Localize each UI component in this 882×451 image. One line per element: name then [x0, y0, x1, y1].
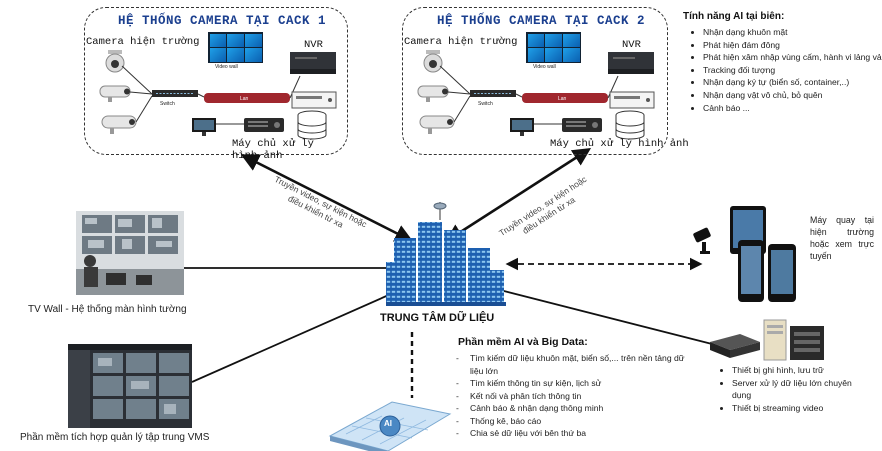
site2-box [402, 7, 668, 155]
ai-chip-label: AI [384, 419, 392, 428]
streaming-device-icon [790, 326, 824, 360]
dome-camera-icon [105, 50, 125, 73]
site2-lan-label: Lan [558, 96, 567, 102]
recorder-icon [710, 334, 760, 358]
rack-device-icon [291, 91, 337, 109]
edge-ai-list: Nhận dạng khuôn mặt Phát hiện đám đông P… [687, 26, 882, 114]
ai-software-box-image [328, 401, 452, 451]
edge-ai-item: Nhận dạng ký tự (biển số, container,..) [703, 76, 882, 89]
link-vms-center [191, 289, 401, 383]
bullet-camera-icon [101, 115, 137, 134]
devices-item: Server xử lý dữ liệu lớn chuyên dụng [732, 377, 872, 402]
big-data-heading: Phần mềm AI và Big Data: [458, 336, 588, 348]
site1-camera-label: Camera hiện trường [86, 36, 200, 48]
lan-bar [522, 93, 608, 103]
mobile-caption: Máy quay tại hiện trường hoặc xem trực t… [810, 215, 874, 261]
big-data-item: Thống kê, báo cáo [456, 415, 686, 428]
site1-lan-label: Lan [240, 96, 249, 102]
edge-ai-item: Phát hiện đám đông [703, 39, 882, 52]
vms-screenshot-image [68, 344, 192, 428]
smartphone-icon [768, 244, 796, 302]
tv-wall-caption: TV Wall - Hệ thống màn hình tường [28, 304, 187, 315]
keyboard-icon [244, 118, 284, 132]
big-data-list: Tìm kiếm dữ liệu khuôn mặt, biển số,... … [456, 352, 686, 440]
big-data-item: Kết nối và phân tích thông tin [456, 390, 686, 403]
nvr-icon [290, 52, 336, 74]
site1-video-wall [208, 32, 263, 63]
rack-device-icon [609, 91, 655, 109]
link-site1-center [240, 154, 414, 242]
bullet-camera-icon [417, 85, 449, 102]
camera-icon [693, 227, 711, 254]
monitor-icon [510, 118, 534, 136]
keyboard-icon [562, 118, 602, 132]
database-icon [615, 110, 645, 140]
site2-nvr-label: NVR [622, 39, 641, 51]
devices-item: Thiết bị ghi hình, lưu trữ [732, 364, 872, 377]
edge-ai-heading: Tính năng AI tại biên: [683, 11, 785, 22]
site1-box [84, 7, 348, 155]
site2-videowall-label: Video wall [533, 64, 556, 70]
devices-item: Thiết bị streaming video [732, 402, 872, 415]
site2-switch-label: Switch [478, 101, 493, 107]
data-center-building-icon [386, 202, 506, 306]
bullet-camera-icon [419, 115, 455, 134]
vms-caption: Phần mềm tích hợp quản lý tập trung VMS [20, 432, 210, 443]
link-site2-center [444, 148, 592, 242]
bullet-camera-icon [99, 85, 131, 102]
edge-ai-item: Tracking đối tượng [703, 64, 882, 77]
devices-list: Thiết bị ghi hình, lưu trữ Server xử lý … [716, 364, 872, 414]
site1-title: HỆ THỐNG CAMERA TẠI CACK 1 [118, 14, 327, 28]
site2-camera-label: Camera hiện trường [404, 36, 518, 48]
site1-equipment [99, 50, 337, 140]
monitor-icon [192, 118, 216, 136]
nvr-icon [608, 52, 654, 74]
site2-equipment [417, 50, 655, 140]
site2-server-label: Máy chủ xử lý hình ảnh [550, 138, 689, 150]
edge-ai-item: Cảnh báo ... [703, 102, 882, 115]
big-data-item: Chia sẻ dữ liệu với bên thứ ba [456, 427, 686, 440]
site2-title: HỆ THỐNG CAMERA TẠI CACK 2 [437, 14, 646, 28]
edge-ai-item: Phát hiện xâm nhập vùng cấm, hành vi lản… [703, 51, 882, 64]
mobile-devices-image [693, 206, 796, 302]
dome-camera-icon [423, 50, 443, 73]
link-devices-center [499, 289, 713, 345]
site2-video-wall [526, 32, 581, 63]
site1-videowall-label: Video wall [215, 64, 238, 70]
big-data-item: Tìm kiếm dữ liệu khuôn mặt, biển số,... … [456, 352, 686, 377]
edge-ai-item: Nhận dạng khuôn mặt [703, 26, 882, 39]
lan-bar [204, 93, 290, 103]
big-data-item: Cảnh báo & nhận dạng thông minh [456, 402, 686, 415]
site1-nvr-label: NVR [304, 39, 323, 51]
tv-wall-image [76, 211, 184, 295]
edge-ai-item: Nhận dạng vật vô chủ, bỏ quên [703, 89, 882, 102]
site1-switch-label: Switch [160, 101, 175, 107]
site1-server-label: Máy chủ xử lý hình ảnh [232, 138, 314, 162]
database-icon [297, 110, 327, 140]
data-center-label: TRUNG TÂM DỮ LIỆU [380, 312, 495, 324]
storage-devices-image [710, 319, 824, 361]
server-tower-icon [763, 319, 787, 361]
phone-icon [738, 240, 764, 302]
big-data-item: Tìm kiếm thông tin sự kiện, lịch sử [456, 377, 686, 390]
